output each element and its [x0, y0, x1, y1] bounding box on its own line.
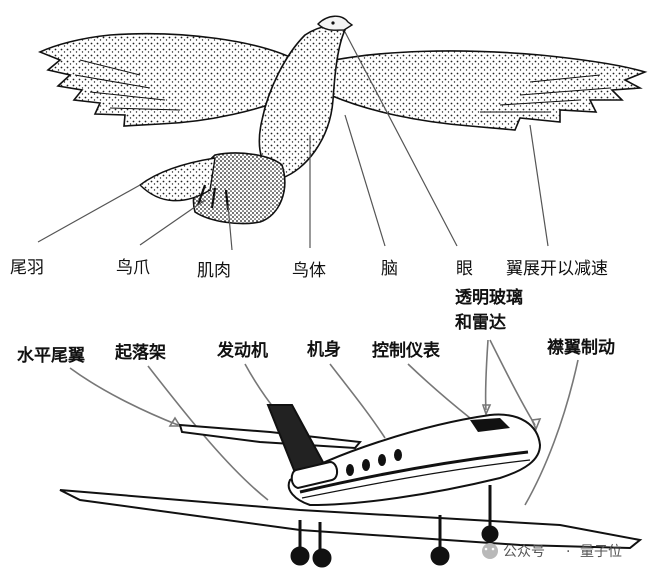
label-body: 鸟体 [292, 261, 326, 281]
plane-horizontal-stabilizer [178, 423, 362, 450]
plane-fuselage [287, 413, 542, 507]
bird-head [317, 15, 354, 31]
label-fuselage: 机身 [307, 339, 341, 360]
plane-landing-gear [290, 485, 499, 568]
bird-tail-feathers [138, 157, 216, 202]
label-gear: 起落架 [114, 342, 166, 363]
label-tail: 尾羽 [10, 258, 44, 278]
bird-left-wing [37, 32, 301, 127]
watermark: 公众号 · 量子位 [482, 543, 622, 560]
watermark-account: 量子位 [580, 544, 622, 560]
label-glass-line2: 和雷达 [455, 312, 506, 333]
label-eye: 眼 [456, 259, 473, 279]
label-wing: 翼展开以减速 [506, 259, 608, 279]
label-muscle: 肌肉 [197, 261, 231, 281]
label-instruments: 控制仪表 [372, 340, 441, 361]
label-stabilizer: 水平尾翼 [17, 345, 85, 366]
bird-right-wing [324, 50, 648, 131]
bird-body [258, 24, 346, 179]
bird-feather-lines [74, 59, 611, 113]
bird-eye [331, 21, 335, 25]
watermark-source: 公众号 [503, 544, 545, 560]
bird-leader-lines [37, 31, 549, 251]
plane-illustration [59, 404, 643, 568]
label-glass-line1: 透明玻璃 [455, 287, 523, 308]
label-engine: 发动机 [216, 340, 268, 361]
watermark-separator: · [566, 544, 570, 560]
label-brain: 脑 [381, 259, 398, 279]
bird-illustration [37, 15, 648, 225]
plane-leader-arrows [69, 339, 579, 506]
plane-engine [290, 460, 338, 490]
wechat-icon [482, 543, 498, 559]
label-flaps: 襟翼制动 [547, 337, 615, 358]
plane-windows [346, 418, 510, 476]
label-claw: 鸟爪 [116, 258, 150, 278]
